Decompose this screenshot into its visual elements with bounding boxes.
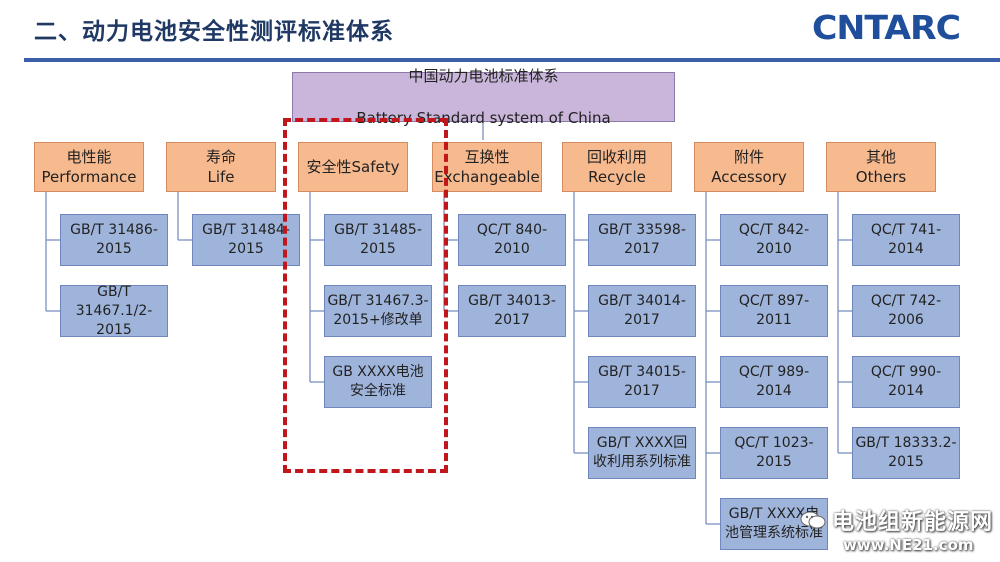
standard-node: GB/T XXXX回 收利用系列标准 (588, 427, 696, 479)
category-node: 互换性 Exchangeable (432, 142, 542, 192)
standard-node: QC/T 840- 2010 (458, 214, 566, 266)
standard-node: QC/T 741- 2014 (852, 214, 960, 266)
standard-node: QC/T 990- 2014 (852, 356, 960, 408)
root-title-cn: 中国动力电池标准体系 (408, 66, 559, 85)
standard-node: GB/T 33598- 2017 (588, 214, 696, 266)
watermark-text: 电池组新能源网 (832, 510, 994, 535)
safety-highlight-frame (283, 118, 448, 473)
header-divider (24, 58, 1000, 62)
category-node: 其他 Others (826, 142, 936, 192)
standard-node: GB/T 31485- 2015 (324, 214, 432, 266)
standard-node: QC/T 989- 2014 (720, 356, 828, 408)
standard-node: QC/T 842- 2010 (720, 214, 828, 266)
cnarc-logo: CNTARC (812, 8, 961, 47)
standard-node: GB/T XXXX电 池管理系统标准 (720, 498, 828, 550)
category-node: 电性能 Performance (34, 142, 144, 192)
root-node: 中国动力电池标准体系 Battery Standard system of Ch… (292, 67, 675, 127)
standard-node: GB/T 18333.2- 2015 (852, 427, 960, 479)
standard-node: GB/T 34015- 2017 (588, 356, 696, 408)
standard-node: GB/T 31486- 2015 (60, 214, 168, 266)
standard-node: GB XXXX电池 安全标准 (324, 356, 432, 408)
standard-node: QC/T 897- 2011 (720, 285, 828, 337)
standard-node: GB/T 31467.1/2- 2015 (60, 284, 168, 338)
root-title-en: Battery Standard system of China (356, 108, 611, 127)
category-node: 寿命 Life (166, 142, 276, 192)
standard-node: GB/T 31467.3- 2015+修改单 (324, 285, 432, 337)
standard-node: QC/T 1023- 2015 (720, 427, 828, 479)
category-node: 附件 Accessory (694, 142, 804, 192)
category-node: 安全性Safety (298, 142, 408, 192)
watermark-url: www.NE21.com (843, 536, 974, 554)
standard-node: GB/T 34013- 2017 (458, 285, 566, 337)
page-title: 二、动力电池安全性测评标准体系 (34, 19, 394, 45)
category-node: 回收利用 Recycle (562, 142, 672, 192)
standard-node: GB/T 31484- 2015 (192, 214, 300, 266)
standard-node: QC/T 742- 2006 (852, 285, 960, 337)
standard-node: GB/T 34014- 2017 (588, 285, 696, 337)
wechat-icon (800, 511, 826, 529)
